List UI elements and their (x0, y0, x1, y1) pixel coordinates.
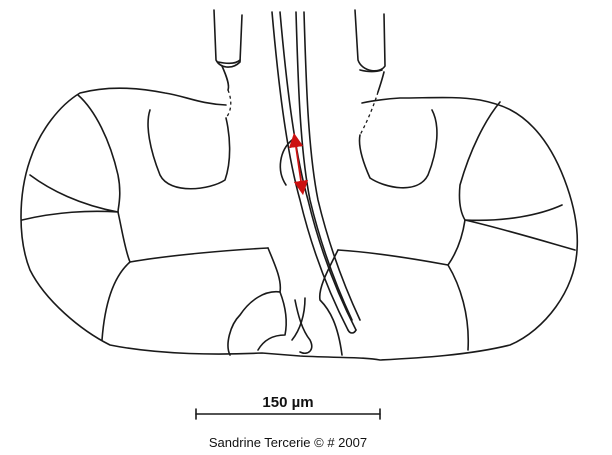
specimen-outline (20, 87, 579, 361)
stalk-line-2 (279, 11, 357, 331)
right-neck-dashed (359, 91, 379, 136)
right-fold-lower (447, 219, 470, 351)
right-fold-loop (358, 109, 438, 189)
left-neck-dashed (225, 89, 232, 119)
center-branch-inner (294, 299, 313, 355)
stalk-line-1 (271, 11, 349, 331)
right-fold-upper (458, 101, 501, 221)
right-fold-wing (464, 204, 576, 251)
right-neck-inner (359, 69, 383, 73)
stalk-line-4 (303, 11, 361, 321)
left-neck-inner (217, 59, 241, 65)
measurement-arrow (288, 132, 309, 196)
right-fold-inner (337, 249, 449, 266)
right-neck-outline (354, 9, 386, 72)
stalk-loop (279, 139, 293, 186)
stalk-tip (347, 329, 357, 334)
center-branch-mid (257, 291, 287, 351)
left-neck-lower (221, 65, 230, 91)
left-neck-outline (213, 9, 243, 68)
scale-bar: 150 µm (195, 394, 381, 420)
credit-text: Sandrine Tercerie © # 2007 (209, 435, 367, 450)
left-fold-wing (21, 174, 119, 221)
right-neck-lower (377, 71, 385, 93)
left-fold-loop (147, 109, 231, 190)
scale-bar-label: 150 µm (262, 394, 313, 411)
left-fold-upper (77, 94, 121, 213)
left-fold-lower (101, 211, 131, 341)
stalk-line-3 (295, 11, 353, 321)
center-branch-right (318, 249, 343, 356)
center-branch-inner-2 (291, 297, 306, 341)
center-branch-left (227, 247, 282, 356)
left-fold-inner (129, 247, 269, 263)
